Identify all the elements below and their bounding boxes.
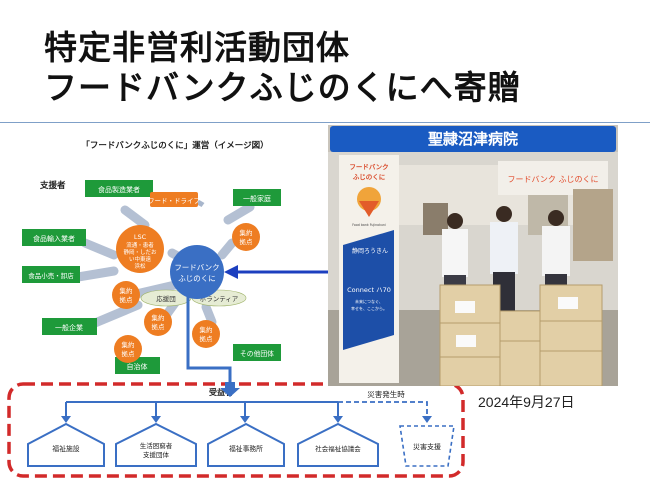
svg-text:フードバンク ふじのくに: フードバンク ふじのくに (508, 175, 599, 184)
distribution-connector (186, 297, 232, 393)
supporter-box-food-maker (85, 180, 153, 197)
title-divider (0, 122, 650, 123)
lsc-line: い中東遠 (129, 255, 152, 263)
banner-title-2: ふじのくに (353, 173, 386, 181)
donation-photo: フードバンク ふじのくに フードバンク ふじのくに Food bank Fuji… (328, 125, 618, 386)
collection-points: 集約 拠点 集約 拠点 集約 拠点 集約 拠点 集約 拠点 (112, 223, 260, 363)
house-social-council (297, 422, 379, 467)
banner-title: フードバンク (349, 162, 388, 171)
house-support-groups (115, 422, 197, 467)
down-arrow (220, 382, 240, 397)
collection-point-line: 集約 (120, 286, 134, 295)
supporter-label: 食品製造業者 (98, 185, 140, 194)
food-drive-label: フード・ドライブ (148, 196, 201, 205)
banner-org: 静岡ろうきん (352, 247, 388, 255)
collection-point-line: 集約 (200, 325, 214, 334)
other-groups-box (233, 344, 281, 361)
supporter-label: 食品小売・卸店 (28, 271, 74, 280)
beneficiary-label: 支援団体 (143, 450, 170, 459)
beneficiary-label: 福祉事務所 (229, 444, 263, 453)
disaster-support-label: 災害支援 (413, 442, 441, 451)
lsc-line: 流通・患者 (126, 241, 154, 249)
supporter-box-retail (22, 266, 80, 283)
household-box (233, 189, 281, 206)
rollup-banner: フードバンク ふじのくに Food bank Fujinokuni 静岡ろうきん… (339, 155, 399, 383)
beneficiaries-diagram: 受益者 災害発生時 福祉施設 生活困窮者 支援団体 福祉事務所 社会福祉協議会 (7, 382, 465, 478)
collection-point-line: 集約 (152, 313, 166, 322)
collection-point-line: 集約 (122, 340, 136, 349)
supporter-boxes: 食品製造業者 食品輸入業者 食品小売・卸店 一般企業 自治体 一般家庭 その他団… (22, 180, 281, 374)
banner-caption: 未来につなぐ、 (355, 298, 383, 304)
collection-point-line: 拠点 (122, 349, 136, 358)
beneficiary-label: 生活困窮者 (140, 441, 173, 450)
household-label: 一般家庭 (243, 194, 271, 203)
beneficiary-houses (27, 422, 379, 467)
banner-sub: Food bank Fujinokuni (352, 223, 386, 227)
center-line: フードバンク (174, 263, 219, 272)
support-group-label: 応援団 (156, 294, 176, 303)
lsc-node (116, 225, 164, 273)
title-line-2: フードバンクふじのくにへ寄贈 (44, 68, 522, 107)
supporter-label: 自治体 (127, 362, 148, 371)
lsc-line: 静岡・しだお (123, 248, 157, 256)
center-node (170, 245, 224, 299)
disaster-label: 災害発生時 (367, 389, 405, 399)
hospital-name-bar: 聖隷沼津病院 (330, 126, 616, 152)
supporter-box-company (42, 318, 97, 335)
other-groups-label: その他団体 (240, 349, 274, 358)
house-welfare-facility (27, 422, 105, 467)
banner-connect: Connect ハ70 (347, 286, 391, 294)
collection-point-line: 拠点 (120, 295, 134, 304)
donation-date: 2024年9月27日 (478, 394, 575, 410)
slide-title: 特定非営利活動団体 フードバンクふじのくにへ寄贈 (44, 28, 624, 108)
beneficiary-label: 社会福祉協議会 (315, 444, 361, 453)
collection-point-node (112, 281, 140, 309)
operation-diagram: 「フードバンクふじのくに」運営（イメージ図） 支援者 食品製造業者 食品輸入業者… (22, 140, 281, 393)
supporter-label: 一般企業 (55, 323, 83, 332)
center-line: ふじのくに (178, 274, 216, 283)
collection-point-node (192, 320, 220, 348)
lsc-line: LSC (134, 233, 147, 241)
collection-point-node (232, 223, 260, 251)
collection-point-node (144, 308, 172, 336)
food-drive-box (150, 192, 198, 207)
donation-boxes (439, 284, 603, 386)
donation-arrow (224, 265, 328, 279)
title-line-1: 特定非営利活動団体 (44, 28, 350, 67)
disaster-support-box (399, 425, 455, 467)
volunteer-label: ボランティア (200, 295, 239, 303)
house-welfare-office (207, 422, 285, 467)
collection-point-line: 拠点 (152, 322, 166, 331)
collection-point-line: 拠点 (240, 237, 254, 246)
lsc-line: 浜松 (134, 262, 146, 270)
beneficiaries-label: 受益者 (209, 387, 233, 397)
collection-point-node (114, 335, 142, 363)
branch-lines (65, 401, 339, 418)
supporters-label: 支援者 (39, 180, 66, 191)
beneficiary-label: 福祉施設 (52, 444, 79, 453)
banner-caption-2: 幸せを、ここから。 (351, 305, 387, 311)
collection-point-line: 拠点 (200, 334, 214, 343)
supporter-label: 食品輸入業者 (33, 234, 75, 243)
diagram-heading: 「フードバンクふじのくに」運営（イメージ図） (81, 140, 268, 151)
disaster-dashed-line (338, 401, 428, 418)
supporter-box-importer (22, 229, 86, 246)
collection-point-line: 集約 (240, 228, 254, 237)
